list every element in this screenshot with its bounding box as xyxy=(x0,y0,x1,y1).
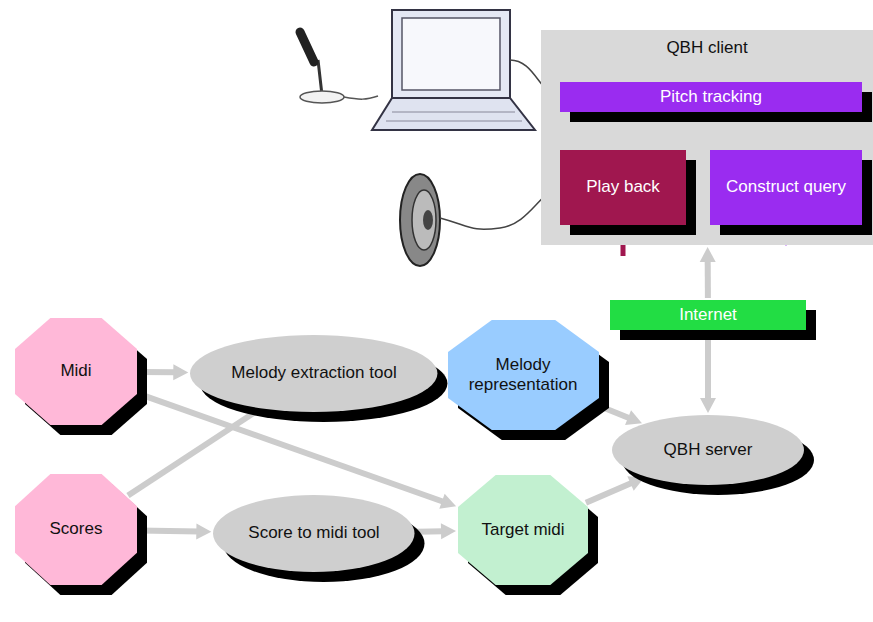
connector xyxy=(128,409,259,495)
arrow-head xyxy=(441,523,456,539)
data-octagon: Midi xyxy=(15,318,137,425)
panel-heading: QBH client xyxy=(541,38,873,58)
mic-head xyxy=(300,32,314,62)
node-label: Melody representation xyxy=(448,355,599,396)
client-panel: QBH clientPitch trackingPlay back Constru… xyxy=(541,30,873,245)
shape-fill xyxy=(612,415,804,485)
arrow-head xyxy=(173,364,188,380)
node-label: Scores xyxy=(44,519,109,539)
mic-wire xyxy=(344,96,378,99)
speaker xyxy=(400,174,440,266)
laptop-screen xyxy=(402,18,500,90)
node-label: Internet xyxy=(673,305,743,325)
process-box: Internet xyxy=(610,300,806,330)
shape-fill xyxy=(15,318,137,425)
node-label: Score to midi tool xyxy=(242,523,385,543)
laptop-keys xyxy=(386,121,522,122)
connector xyxy=(586,482,633,502)
tool-ellipse: Score to midi tool xyxy=(213,495,415,572)
shape-fill xyxy=(190,335,437,412)
shape-fill xyxy=(213,495,415,572)
arrow-head xyxy=(700,247,716,262)
node-label: Pitch tracking xyxy=(654,87,768,107)
node-label: QBH server xyxy=(658,440,759,460)
process-box: Pitch tracking xyxy=(560,82,862,112)
node-label: Play back xyxy=(580,177,666,197)
arrow-head xyxy=(700,398,716,413)
connector xyxy=(705,332,711,401)
laptop-base xyxy=(372,98,535,130)
connector xyxy=(705,259,711,298)
tool-ellipse: QBH server xyxy=(612,415,804,485)
laptop-keys xyxy=(392,112,515,113)
node-label: Target midi xyxy=(475,520,570,540)
arrow-head xyxy=(196,524,211,540)
shape-fill xyxy=(448,320,599,430)
shape-fill xyxy=(15,474,137,585)
arrow-head xyxy=(625,410,642,425)
speaker-center xyxy=(423,210,433,230)
node-label: Midi xyxy=(54,361,97,381)
mic-stand xyxy=(318,60,326,95)
connector xyxy=(139,531,199,532)
node-label: Melody extraction tool xyxy=(225,363,402,383)
shape-fill xyxy=(458,475,588,585)
process-box: Play back xyxy=(560,150,686,225)
data-octagon: Scores xyxy=(15,474,137,585)
data-octagon: Melody representation xyxy=(448,320,599,430)
process-box: Construct query xyxy=(710,150,862,225)
laptop-lid xyxy=(392,10,510,98)
data-octagon: Target midi xyxy=(458,475,588,585)
node-label: Construct query xyxy=(720,177,852,197)
tool-ellipse: Melody extraction tool xyxy=(190,335,437,412)
arrow-head xyxy=(439,494,456,509)
mic-base xyxy=(300,91,344,103)
speaker-cone xyxy=(412,190,436,250)
